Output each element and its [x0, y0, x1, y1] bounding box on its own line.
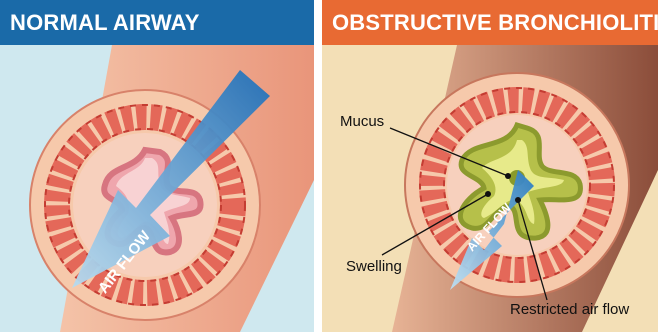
normal-airway-panel: NORMAL AIRWAY AIR FLOW [0, 0, 314, 332]
obstructive-airway-illustration: AIR FLOW [322, 45, 658, 332]
normal-airway-illustration: AIR FLOW [0, 45, 314, 332]
obstructive-bronchiolitis-panel: OBSTRUCTIVE BRONCHIOLITIS AIR FLOW [322, 0, 658, 332]
mucus-label: Mucus [340, 113, 384, 130]
normal-airway-title: NORMAL AIRWAY [0, 0, 314, 45]
obstructive-bronchiolitis-title: OBSTRUCTIVE BRONCHIOLITIS [322, 0, 658, 45]
restricted-air-flow-label: Restricted air flow [510, 301, 629, 318]
swelling-label: Swelling [346, 258, 402, 275]
